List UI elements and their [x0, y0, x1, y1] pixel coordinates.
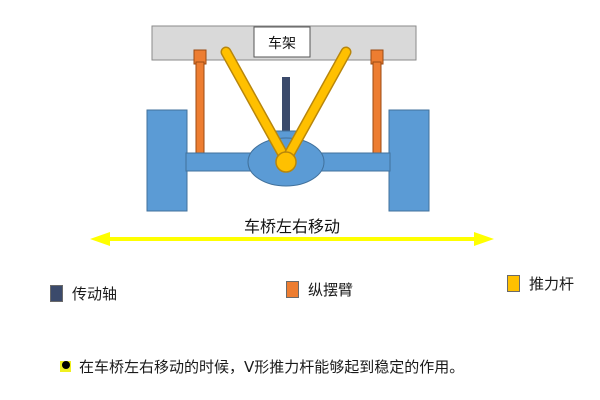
trailing-arm-right [372, 61, 382, 159]
thrust-rod-left [222, 48, 290, 164]
thrust-rod-joint [275, 151, 297, 173]
motion-arrow-head-right [474, 232, 494, 246]
suspension-diagram: 车架 车桥左右移动 [90, 25, 494, 246]
legend-swatch-trailing-arm [286, 281, 299, 298]
legend-swatch-thrust-rod [507, 275, 520, 292]
legend-label-thrust-rod: 推力杆 [529, 275, 575, 293]
legend-label-drive-shaft: 传动轴 [72, 285, 118, 303]
motion-label: 车桥左右移动 [244, 217, 340, 236]
thrust-rod-right [282, 48, 350, 164]
legend-thrust-rod: 推力杆 [507, 273, 574, 294]
motion-arrow-head-left [90, 232, 110, 246]
trailing-arm-left [195, 61, 205, 159]
note-bullet-icon [60, 361, 71, 372]
frame-label: 车架 [268, 35, 296, 52]
legend-label-trailing-arm: 纵摆臂 [308, 281, 354, 299]
legend-drive-shaft: 传动轴 [50, 283, 117, 304]
note: 在车桥左右移动的时候，V形推力杆能够起到稳定的作用。 [60, 356, 464, 377]
legend-trailing-arm: 纵摆臂 [286, 279, 353, 300]
drive-shaft [282, 77, 290, 135]
note-text: 在车桥左右移动的时候，V形推力杆能够起到稳定的作用。 [79, 358, 465, 376]
legend-swatch-drive-shaft [50, 285, 63, 302]
frame-label-box [253, 26, 311, 58]
wheel-left [146, 109, 188, 212]
wheel-right [388, 109, 430, 212]
